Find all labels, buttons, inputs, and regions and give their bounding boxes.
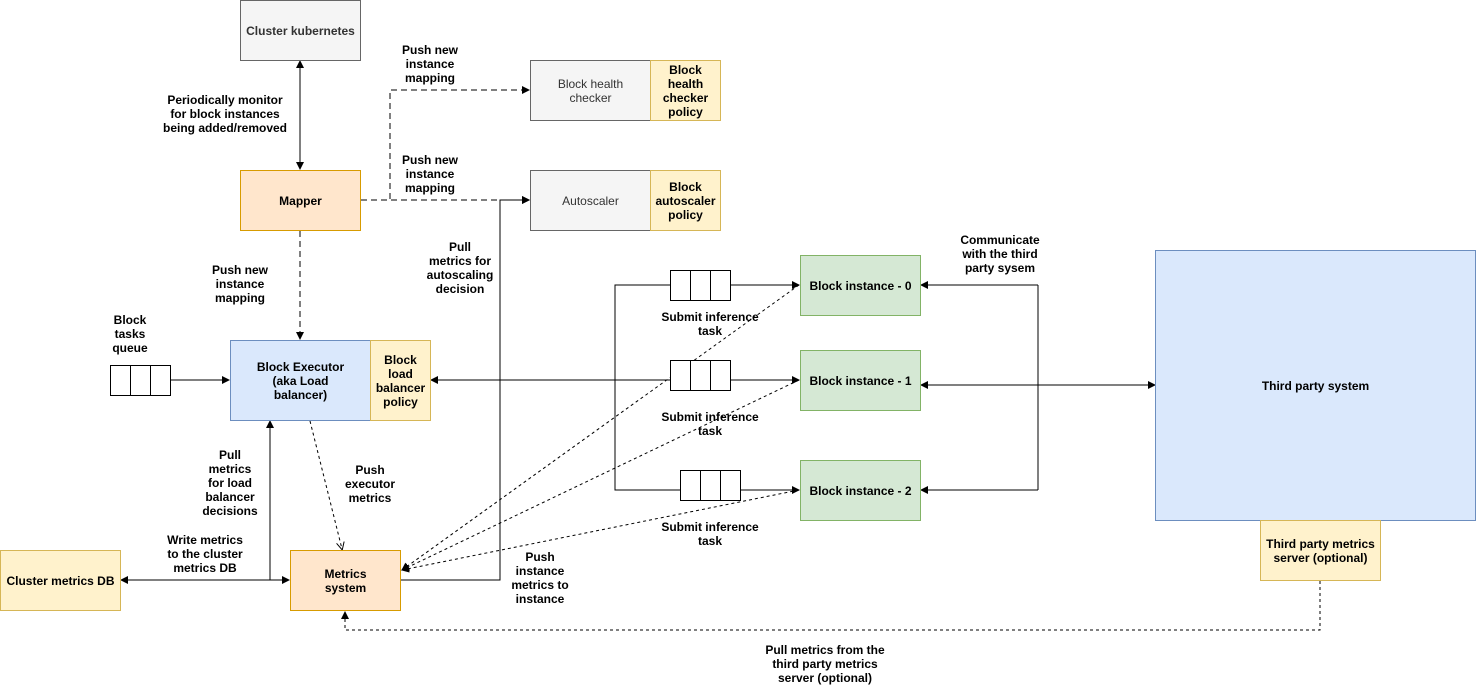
third-party-system-label: Third party system (1261, 378, 1370, 393)
edge-instance-2-metrics (401, 489, 800, 573)
cluster-kubernetes-label: Cluster kubernetes (246, 23, 355, 38)
edge-instance-1-metrics (401, 379, 800, 571)
instance-0-queue (670, 270, 731, 301)
mapper-node[interactable]: Mapper (240, 170, 361, 231)
block-instance-0-node[interactable]: Block instance - 0 (800, 255, 921, 316)
edge-metrics-autoscaler (401, 196, 530, 581)
cluster-kubernetes-node[interactable]: Cluster kubernetes (240, 0, 361, 61)
label-pull-metrics-autoscaling: Pull metrics for autoscaling decision (426, 240, 494, 296)
block-health-checker-policy-node[interactable]: Block health checker policy (650, 60, 721, 121)
block-instance-1-node[interactable]: Block instance - 1 (800, 350, 921, 411)
label-submit-task-0: Submit inference task (661, 310, 759, 338)
third-party-system-node[interactable]: Third party system (1155, 250, 1476, 521)
label-submit-task-2: Submit inference task (661, 520, 759, 548)
autoscaler-node[interactable]: Autoscaler (530, 170, 651, 231)
metrics-system-label: Metrics system (324, 566, 367, 595)
label-push-executor-metrics: Push executor metrics (344, 463, 396, 505)
edge-third-party-metrics-pull (341, 581, 1321, 631)
block-executor-label: Block Executor (aka Load balancer) (256, 359, 345, 402)
block-executor-node[interactable]: Block Executor (aka Load balancer) (230, 340, 371, 421)
label-periodically-monitor: Periodically monitor for block instances… (162, 93, 288, 135)
label-submit-task-1: Submit inference task (661, 410, 759, 438)
label-pull-metrics-load-balancer: Pull metrics for load balancer decisions (202, 448, 258, 518)
label-communicate-third-party: Communicate with the third party sysem (960, 233, 1040, 275)
edge-executor-metrics (309, 420, 342, 549)
block-health-checker-policy-label: Block health checker policy (662, 62, 709, 119)
block-tasks-queue (110, 365, 171, 396)
label-pull-third-party-metrics: Pull metrics from the third party metric… (765, 643, 885, 685)
label-push-instance-metrics: Push instance metrics to instance (511, 550, 569, 606)
label-write-metrics-db: Write metrics to the cluster metrics DB (167, 533, 243, 575)
cluster-metrics-db-label: Cluster metrics DB (6, 573, 115, 588)
metrics-system-node[interactable]: Metrics system (290, 550, 401, 611)
instance-1-queue (670, 360, 731, 391)
label-block-tasks-queue: Block tasks queue (112, 313, 148, 355)
block-health-checker-node[interactable]: Block health checker (530, 60, 651, 121)
cluster-metrics-db-node[interactable]: Cluster metrics DB (0, 550, 121, 611)
block-instance-1-label: Block instance - 1 (809, 373, 912, 388)
block-instance-2-node[interactable]: Block instance - 2 (800, 460, 921, 521)
instance-2-queue (680, 470, 741, 501)
block-autoscaler-policy-label: Block autoscaler policy (655, 179, 716, 222)
autoscaler-label: Autoscaler (562, 193, 619, 208)
block-instance-0-label: Block instance - 0 (809, 278, 912, 293)
edge-submit-instance-2 (614, 380, 799, 490)
label-push-mapping-executor: Push new instance mapping (211, 263, 268, 305)
edge-submit-instance-0 (614, 285, 799, 380)
block-load-balancer-policy-node[interactable]: Block load balancer policy (370, 340, 431, 421)
label-push-mapping-health: Push new instance mapping (401, 43, 458, 85)
label-push-mapping-autoscaler: Push new instance mapping (401, 153, 458, 195)
third-party-metrics-server-label: Third party metrics server (optional) (1266, 536, 1375, 565)
block-autoscaler-policy-node[interactable]: Block autoscaler policy (650, 170, 721, 231)
third-party-metrics-server-node[interactable]: Third party metrics server (optional) (1260, 520, 1381, 581)
block-instance-2-label: Block instance - 2 (809, 483, 912, 498)
block-health-checker-label: Block health checker (557, 76, 624, 105)
mapper-label: Mapper (279, 193, 322, 208)
block-load-balancer-policy-label: Block load balancer policy (375, 352, 426, 409)
